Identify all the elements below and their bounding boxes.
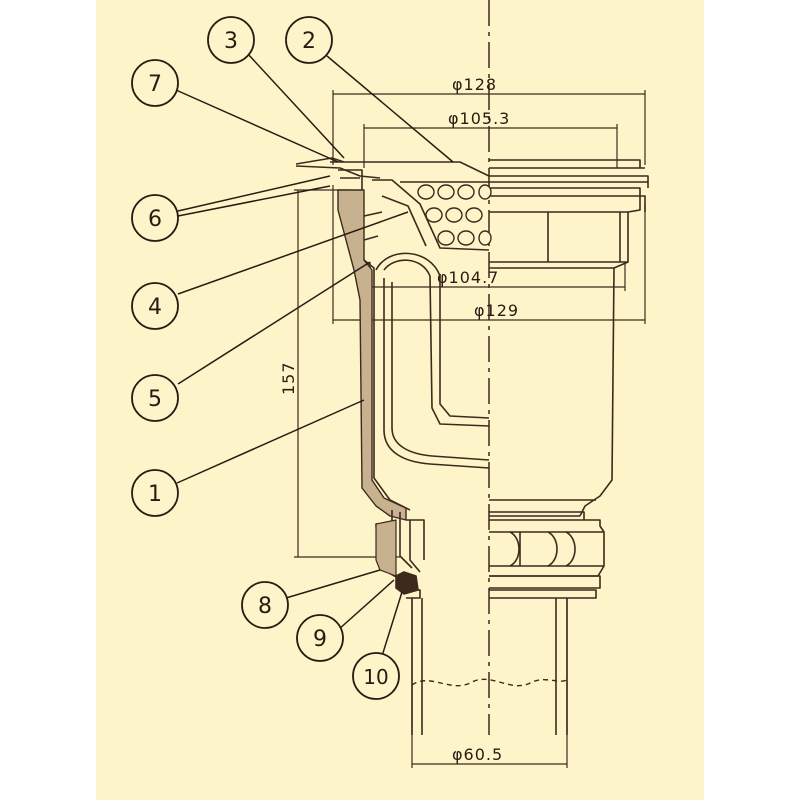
balloon-3: 3 [207,16,255,64]
dim-phi104-7: φ104.7 [437,268,499,287]
balloon-4: 4 [131,282,179,330]
paper-background [96,0,704,800]
dim-phi128: φ128 [452,75,497,94]
svg-text:7: 7 [148,72,162,97]
svg-text:2: 2 [302,29,316,54]
dim-157: 157 [279,361,298,395]
strainer-holes [417,184,492,246]
svg-text:3: 3 [224,29,238,54]
balloon-10: 10 [352,652,400,700]
balloon-7: 7 [131,59,179,107]
svg-text:8: 8 [258,594,272,619]
svg-text:5: 5 [148,387,162,412]
svg-text:4: 4 [148,295,162,320]
balloon-1: 1 [131,469,179,517]
dim-phi60-5: φ60.5 [452,745,503,764]
balloon-5: 5 [131,374,179,422]
svg-text:6: 6 [148,207,162,232]
pipe-break-line [411,678,568,687]
leader-lines [175,52,454,657]
balloon-9: 9 [296,614,344,662]
dim-phi129: φ129 [474,301,519,320]
svg-text:9: 9 [313,627,327,652]
svg-text:10: 10 [363,665,388,689]
balloon-6: 6 [131,194,179,242]
balloon-8: 8 [241,581,289,629]
trap-body [295,157,649,735]
balloon-2: 2 [285,16,333,64]
part-balloons: 3 2 7 6 4 5 1 8 [131,16,400,700]
svg-text:1: 1 [148,482,162,507]
dim-phi105-3: φ105.3 [448,109,510,128]
